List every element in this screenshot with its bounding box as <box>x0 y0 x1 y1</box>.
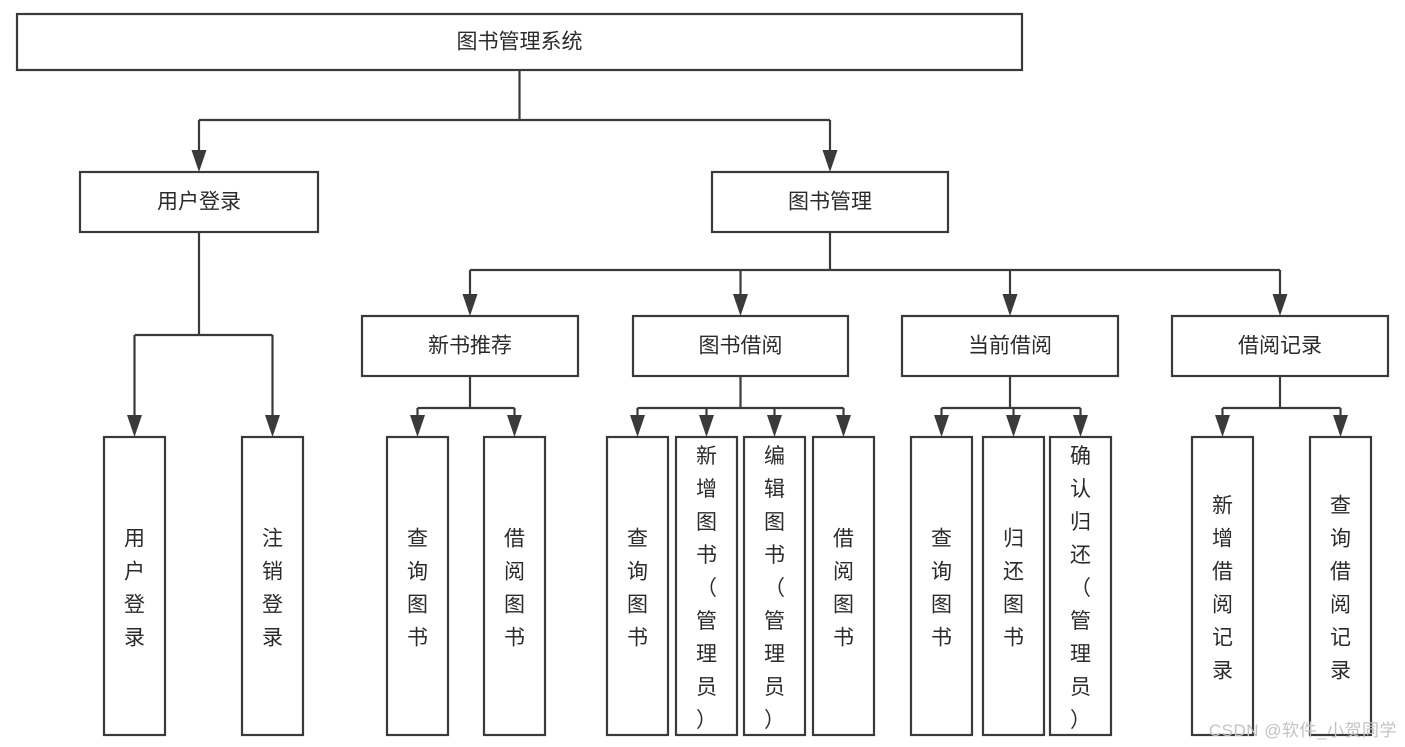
connector-group-new-book-rec <box>410 376 522 437</box>
node-label-borrow-record: 借阅记录 <box>1238 335 1322 358</box>
node-box-leaf-logout[interactable] <box>240 435 305 737</box>
node-box-leaf-borrow-book-1[interactable] <box>482 435 547 737</box>
node-box-leaf-query-record[interactable] <box>1308 435 1373 737</box>
node-box-new-book-rec[interactable] <box>360 314 580 378</box>
node-label-leaf-edit-book: 编辑图书（管理员） <box>764 445 785 732</box>
connector-group-user-login <box>127 232 280 437</box>
node-box-leaf-query-book-1[interactable] <box>385 435 450 737</box>
arrow-head-icon <box>191 150 207 172</box>
arrow-head-icon <box>1333 415 1348 437</box>
connector-group-current-borrow <box>934 376 1088 437</box>
node-leaf-return-book[interactable]: 归还图书 <box>981 435 1046 737</box>
node-box-book-manage[interactable] <box>710 170 950 234</box>
node-root[interactable]: 图书管理系统 <box>15 12 1024 72</box>
arrow-head-icon <box>822 150 838 172</box>
node-box-leaf-borrow-book-2[interactable] <box>811 435 876 737</box>
arrow-head-icon <box>934 415 949 437</box>
node-box-borrow-record[interactable] <box>1170 314 1390 378</box>
node-label-book-manage: 图书管理 <box>788 191 872 214</box>
node-box-leaf-user-login[interactable] <box>102 435 167 737</box>
node-box-leaf-query-book-3[interactable] <box>909 435 974 737</box>
node-label-leaf-query-record: 查询借阅记录 <box>1330 495 1351 683</box>
node-box-book-borrow[interactable] <box>631 314 850 378</box>
node-leaf-query-record[interactable]: 查询借阅记录 <box>1308 435 1373 737</box>
connector-group-borrow-record <box>1215 376 1348 437</box>
node-label-leaf-add-record: 新增借阅记录 <box>1212 495 1233 683</box>
node-box-user-login[interactable] <box>78 170 320 234</box>
node-label-leaf-borrow-book-1: 借阅图书 <box>504 528 525 650</box>
arrow-head-icon <box>507 415 522 437</box>
node-current-borrow[interactable]: 当前借阅 <box>900 314 1120 378</box>
arrow-head-icon <box>1002 294 1018 316</box>
node-leaf-query-book-3[interactable]: 查询图书 <box>909 435 974 737</box>
node-leaf-confirm-return[interactable]: 确认归还（管理员） <box>1048 435 1113 737</box>
node-label-book-borrow: 图书借阅 <box>699 335 783 358</box>
node-leaf-add-record[interactable]: 新增借阅记录 <box>1190 435 1255 737</box>
arrow-head-icon <box>767 415 782 437</box>
node-book-manage[interactable]: 图书管理 <box>710 170 950 234</box>
node-leaf-query-book-2[interactable]: 查询图书 <box>605 435 670 737</box>
node-user-login[interactable]: 用户登录 <box>78 170 320 234</box>
node-label-leaf-return-book: 归还图书 <box>1003 528 1024 650</box>
arrow-head-icon <box>127 415 142 437</box>
node-label-leaf-add-book: 新增图书（管理员） <box>696 445 717 732</box>
node-leaf-query-book-1[interactable]: 查询图书 <box>385 435 450 737</box>
node-box-leaf-confirm-return[interactable] <box>1048 435 1113 737</box>
node-box-leaf-query-book-2[interactable] <box>605 435 670 737</box>
connector-group-book-manage <box>462 232 1288 316</box>
connector-group-root <box>191 70 838 172</box>
node-box-current-borrow[interactable] <box>900 314 1120 378</box>
arrow-head-icon <box>462 294 478 316</box>
arrow-head-icon <box>1215 415 1230 437</box>
node-box-leaf-add-record[interactable] <box>1190 435 1255 737</box>
node-leaf-user-login[interactable]: 用户登录 <box>102 435 167 737</box>
node-label-leaf-query-book-3: 查询图书 <box>931 528 952 650</box>
node-box-leaf-return-book[interactable] <box>981 435 1046 737</box>
node-leaf-borrow-book-1[interactable]: 借阅图书 <box>482 435 547 737</box>
node-leaf-add-book[interactable]: 新增图书（管理员） <box>674 435 739 737</box>
node-box-leaf-edit-book[interactable] <box>742 435 807 737</box>
arrow-head-icon <box>630 415 645 437</box>
arrow-head-icon <box>836 415 851 437</box>
watermark-text: CSDN @软件_小贺同学 <box>1208 721 1397 740</box>
arrow-head-icon <box>1272 294 1288 316</box>
node-box-leaf-add-book[interactable] <box>674 435 739 737</box>
node-label-current-borrow: 当前借阅 <box>968 335 1052 358</box>
arrow-head-icon <box>1006 415 1021 437</box>
node-new-book-rec[interactable]: 新书推荐 <box>360 314 580 378</box>
node-label-leaf-query-book-2: 查询图书 <box>627 528 648 650</box>
connector-group-book-borrow <box>630 376 851 437</box>
node-label-leaf-confirm-return: 确认归还（管理员） <box>1070 445 1091 732</box>
node-label-leaf-user-login: 用户登录 <box>124 528 145 650</box>
node-box-root[interactable] <box>15 12 1024 72</box>
arrow-head-icon <box>1073 415 1088 437</box>
arrow-head-icon <box>699 415 714 437</box>
node-label-leaf-logout: 注销登录 <box>262 528 283 650</box>
node-label-user-login: 用户登录 <box>157 191 241 214</box>
node-layer: 图书管理系统用户登录图书管理新书推荐图书借阅当前借阅借阅记录用户登录注销登录查询… <box>15 12 1390 737</box>
node-leaf-logout[interactable]: 注销登录 <box>240 435 305 737</box>
node-label-leaf-borrow-book-2: 借阅图书 <box>833 528 854 650</box>
node-leaf-edit-book[interactable]: 编辑图书（管理员） <box>742 435 807 737</box>
node-label-new-book-rec: 新书推荐 <box>428 335 512 358</box>
arrow-head-icon <box>733 294 748 316</box>
node-label-leaf-query-book-1: 查询图书 <box>407 528 428 650</box>
arrow-head-icon <box>265 415 280 437</box>
node-borrow-record[interactable]: 借阅记录 <box>1170 314 1390 378</box>
node-label-root: 图书管理系统 <box>457 31 583 54</box>
node-book-borrow[interactable]: 图书借阅 <box>631 314 850 378</box>
node-leaf-borrow-book-2[interactable]: 借阅图书 <box>811 435 876 737</box>
arrow-head-icon <box>410 415 425 437</box>
connector-layer <box>127 70 1348 437</box>
